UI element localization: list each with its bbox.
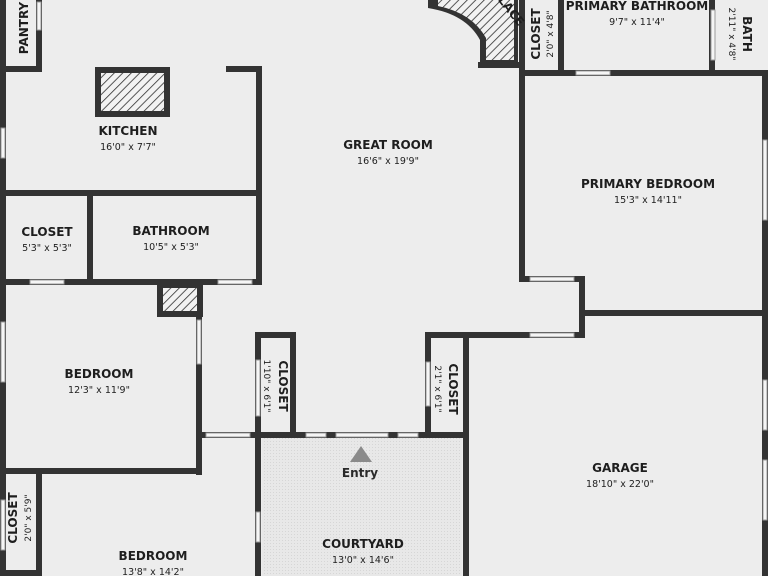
primary-bedroom-dims: 15'3" x 14'11"	[614, 195, 682, 206]
garage-name: GARAGE	[592, 461, 648, 475]
primary-bath-name: PRIMARY BATHROOM	[566, 0, 709, 13]
closet-left-dims: 5'3" x 5'3"	[22, 243, 72, 254]
closet-mid1-name: CLOSET	[276, 360, 290, 412]
bathroom-dims: 10'5" x 5'3"	[143, 242, 199, 253]
bedroom1-name: BEDROOM	[65, 367, 134, 381]
bath-dims: 2'11" x 4'8"	[726, 8, 736, 61]
bedroom2-dims: 13'8" x 14'2"	[122, 567, 184, 576]
fireplace-hearth	[438, 0, 514, 60]
garage-dims: 18'10" x 22'0"	[586, 479, 654, 490]
entry-arrow-icon	[350, 446, 372, 462]
kitchen-dims: 16'0" x 7'7"	[100, 142, 156, 153]
closet-mid1-dims: 1'10" x 6'1"	[261, 360, 271, 413]
courtyard-name: COURTYARD	[322, 537, 404, 551]
closet-bl-dims: 2'0" x 5'9"	[24, 494, 34, 541]
closet-mid2-name: CLOSET	[446, 363, 460, 415]
closet-mid2-dims: 2'1" x 6'1"	[432, 365, 442, 412]
courtyard-dims: 13'0" x 14'6"	[332, 555, 394, 566]
closet-left-name: CLOSET	[21, 225, 73, 239]
kitchen-island	[101, 73, 164, 111]
primary-bedroom-name: PRIMARY BEDROOM	[581, 177, 715, 191]
bathroom-name: BATHROOM	[132, 224, 209, 238]
kitchen-name: KITCHEN	[98, 124, 157, 138]
bath-fixture	[163, 288, 197, 311]
closet-bl-name: CLOSET	[6, 492, 20, 544]
pantry-name: PANTRY	[17, 1, 31, 54]
closet-top-dims: 2'0" x 4'8"	[546, 10, 556, 57]
primary-bath-dims: 9'7" x 11'4"	[609, 17, 665, 28]
windows	[0, 1, 768, 551]
bedroom2-name: BEDROOM	[119, 549, 188, 563]
bath-name: BATH	[740, 16, 754, 52]
great-room-name: GREAT ROOM	[343, 138, 433, 152]
closet-top-name: CLOSET	[529, 8, 543, 60]
entry-label: Entry	[342, 466, 378, 480]
bedroom1-dims: 12'3" x 11'9"	[68, 385, 130, 396]
great-room-dims: 16'6" x 19'9"	[357, 156, 419, 167]
